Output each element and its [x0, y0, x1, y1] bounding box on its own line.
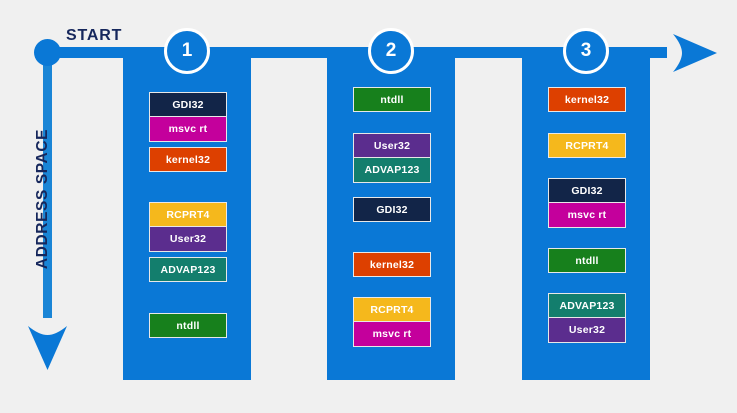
module-block: ntdll: [353, 87, 431, 112]
module-group: GDI32: [353, 197, 431, 222]
stage-badge-3: 3: [563, 28, 609, 74]
module-block: RCPRT4: [548, 133, 626, 158]
module-group: RCPRT4: [548, 133, 626, 158]
module-block: kernel32: [548, 87, 626, 112]
module-block: ADVAP123: [353, 158, 431, 183]
module-block: GDI32: [353, 197, 431, 222]
timeline-arrow-right-icon: [655, 33, 717, 73]
address-space-axis-line: [43, 48, 52, 318]
stage-badge-2: 2: [368, 28, 414, 74]
module-block: msvc rt: [548, 203, 626, 228]
module-block: kernel32: [149, 147, 227, 172]
module-block: ntdll: [149, 313, 227, 338]
module-block: GDI32: [149, 92, 227, 117]
module-block: msvc rt: [353, 322, 431, 347]
module-block: ntdll: [548, 248, 626, 273]
address-space-label: ADDRESS SPACE: [34, 128, 51, 270]
address-space-arrow-down-icon: [27, 308, 68, 370]
module-block: GDI32: [548, 178, 626, 203]
module-block: User32: [548, 318, 626, 343]
module-block: ADVAP123: [548, 293, 626, 318]
start-label: START: [66, 27, 123, 44]
stage-badge-1: 1: [164, 28, 210, 74]
module-group: ntdll: [149, 313, 227, 338]
module-block: RCPRT4: [353, 297, 431, 322]
module-group: ntdll: [548, 248, 626, 273]
module-block: User32: [353, 133, 431, 158]
module-group: ntdll: [353, 87, 431, 112]
module-block: RCPRT4: [149, 202, 227, 227]
module-block: ADVAP123: [149, 257, 227, 282]
module-group: kernel32: [353, 252, 431, 277]
module-block: kernel32: [353, 252, 431, 277]
module-group: kernel32: [548, 87, 626, 112]
module-group: kernel32: [149, 147, 227, 172]
module-block: msvc rt: [149, 117, 227, 142]
module-group: ADVAP123: [149, 257, 227, 282]
module-block: User32: [149, 227, 227, 252]
